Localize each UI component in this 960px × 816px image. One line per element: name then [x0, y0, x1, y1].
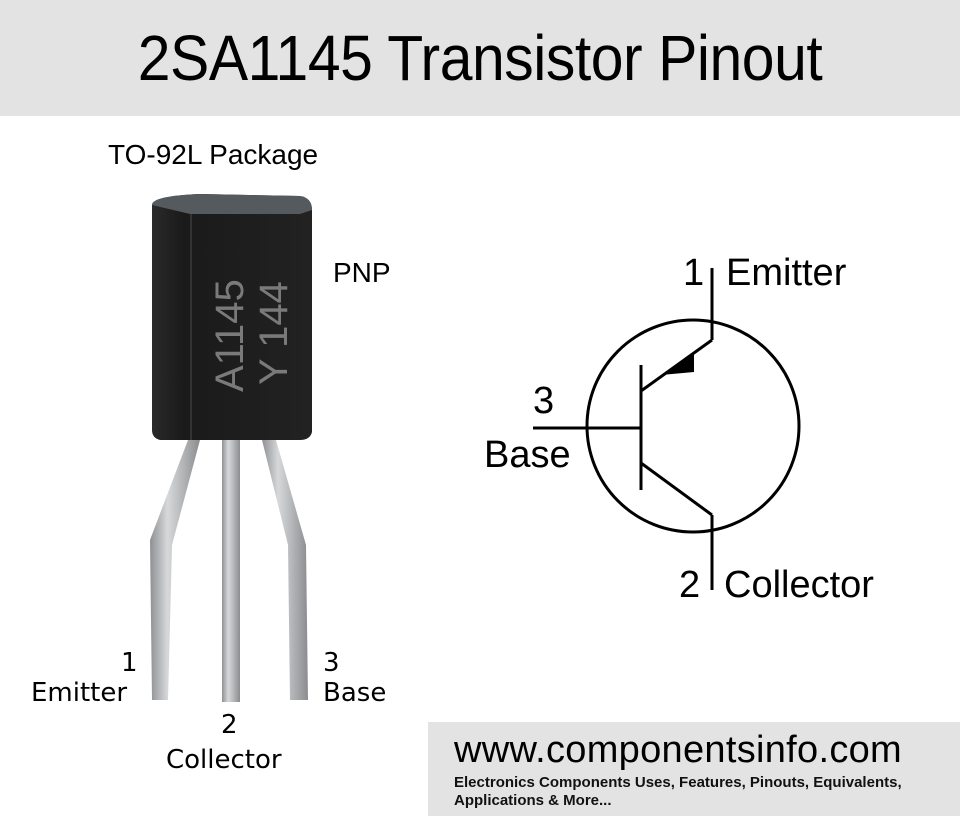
footer-tagline: Electronics Components Uses, Features, P… — [454, 774, 954, 810]
package-label: TO-92L Package — [108, 139, 319, 170]
package-pin1-name: Emitter — [31, 678, 128, 708]
title-banner: 2SA1145 Transistor Pinout — [0, 0, 960, 116]
schematic-emitter-name: Emitter — [726, 252, 847, 294]
footer-tagline-line2: Applications & More... — [454, 792, 612, 809]
footer-banner: www.componentsinfo.com Electronics Compo… — [428, 722, 960, 816]
schematic-emitter-number: 1 — [683, 252, 705, 294]
lead-base — [262, 440, 308, 700]
schematic-collector-number: 2 — [679, 564, 701, 606]
package-pin1-number: 1 — [121, 648, 138, 678]
package-pin2-number: 2 — [221, 710, 238, 740]
page-title: 2SA1145 Transistor Pinout — [137, 22, 823, 94]
footer-tagline-line1: Electronics Components Uses, Features, P… — [454, 774, 902, 791]
transistor-envelope-circle — [585, 318, 801, 534]
lead-emitter — [150, 440, 200, 700]
package-pin3-number: 3 — [323, 648, 340, 678]
package-marking-line1: A1145 — [208, 279, 252, 392]
transistor-type-label: PNP — [333, 257, 391, 288]
transistor-body: A1145 Y 144 — [152, 194, 312, 440]
collector-line — [640, 461, 713, 517]
schematic-base-name: Base — [484, 434, 571, 476]
emitter-arrow-icon — [661, 352, 694, 375]
schematic-collector-name: Collector — [724, 564, 874, 606]
package-marking-line2: Y 144 — [252, 281, 296, 385]
package-pin2-name: Collector — [166, 745, 282, 775]
schematic-base-number: 3 — [533, 380, 555, 422]
package-pin3-name: Base — [323, 678, 387, 708]
website-url: www.componentsinfo.com — [454, 729, 903, 771]
lead-collector — [222, 440, 240, 702]
